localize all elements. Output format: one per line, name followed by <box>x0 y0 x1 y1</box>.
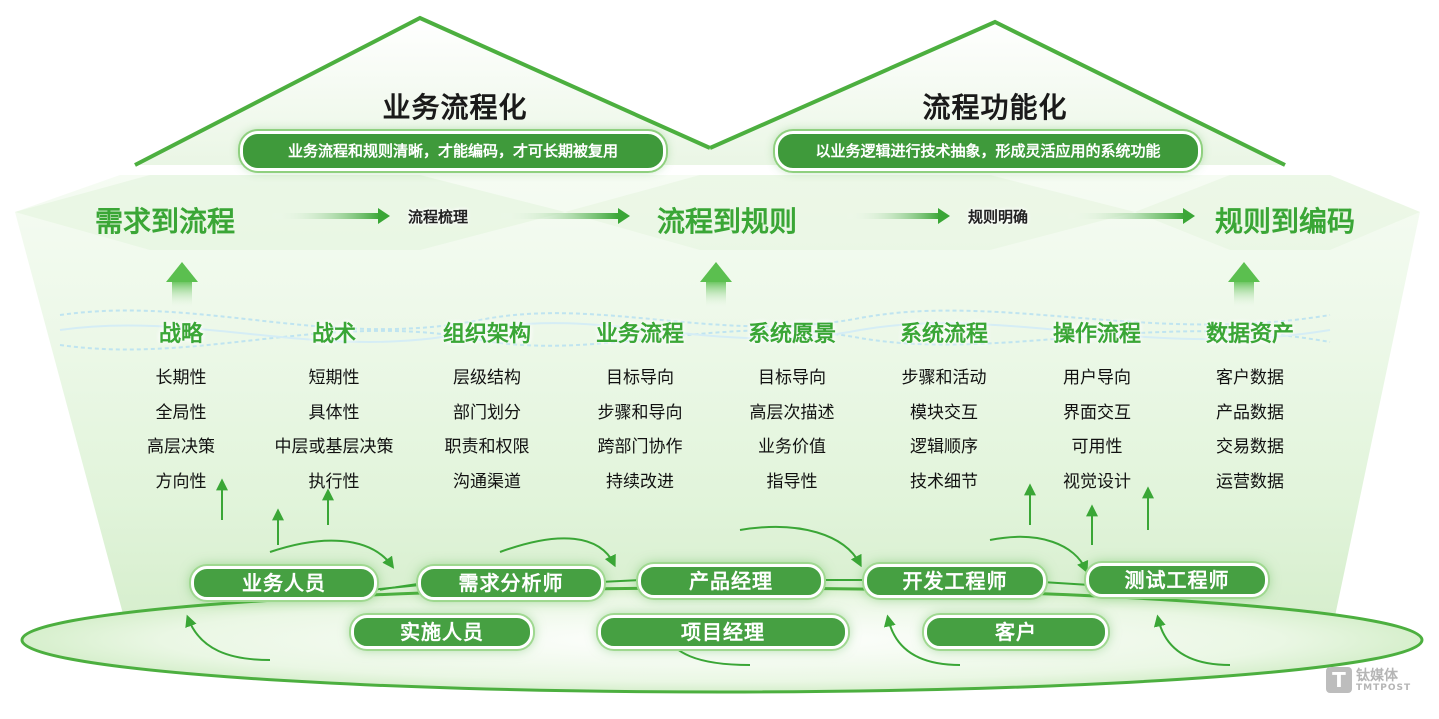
column-item: 指导性 <box>766 471 818 492</box>
column-item: 界面交互 <box>1063 402 1131 423</box>
column-item: 高层决策 <box>147 437 215 457</box>
role-requirements-analyst: 需求分析师 <box>418 566 604 600</box>
roof-left-title: 业务流程化 <box>382 91 528 124</box>
stage-rules-clarity: 规则明确 <box>968 208 1029 226</box>
roof-right-subtitle: 以业务逻辑进行技术抽象，形成灵活应用的系统功能 <box>775 131 1201 171</box>
column-item: 客户数据 <box>1216 368 1284 388</box>
column-item: 执行性 <box>308 471 360 492</box>
column-item: 目标导向 <box>758 368 826 388</box>
column-item: 交易数据 <box>1216 437 1284 457</box>
column-item: 运营数据 <box>1216 471 1284 492</box>
column-item: 视觉设计 <box>1063 471 1131 492</box>
column-item: 沟通渠道 <box>453 471 521 492</box>
stage-demand-to-process: 需求到流程 <box>95 205 236 238</box>
role-implementation-staff: 实施人员 <box>351 615 533 649</box>
column-item: 逻辑顺序 <box>910 437 978 457</box>
column-item: 方向性 <box>155 471 207 492</box>
role-customer: 客户 <box>924 615 1108 649</box>
column-item: 用户导向 <box>1063 368 1131 388</box>
column-heading: 战术 <box>311 322 356 347</box>
column-item: 短期性 <box>308 368 360 388</box>
column-heading: 战略 <box>158 322 203 347</box>
column-item: 中层或基层决策 <box>274 437 394 457</box>
column-item: 业务价值 <box>758 437 826 457</box>
column-item: 步骤和导向 <box>597 402 683 423</box>
column-item: 跨部门协作 <box>597 437 683 457</box>
column-heading: 系统流程 <box>899 322 988 347</box>
column-item: 目标导向 <box>606 368 674 388</box>
column-item: 持续改进 <box>606 471 674 492</box>
column-item: 长期性 <box>155 368 207 388</box>
column-item: 技术细节 <box>910 471 978 492</box>
role-business-staff: 业务人员 <box>191 566 377 600</box>
roof-right-title: 流程功能化 <box>922 91 1068 124</box>
role-product-manager: 产品经理 <box>638 564 824 598</box>
column-4: 业务流程目标导向步骤和导向跨部门协作持续改进 <box>565 318 715 499</box>
column-heading: 组织架构 <box>442 322 531 347</box>
tmtpost-logo-icon: T <box>1326 667 1352 693</box>
column-item: 产品数据 <box>1216 402 1284 423</box>
role-project-manager: 项目经理 <box>598 615 848 649</box>
stage-process-sorting: 流程梳理 <box>408 208 469 226</box>
column-item: 具体性 <box>308 402 360 423</box>
column-item: 部门划分 <box>453 402 521 423</box>
column-heading: 操作流程 <box>1052 322 1141 347</box>
column-5: 系统愿景目标导向高层次描述业务价值指导性 <box>717 318 867 499</box>
column-item: 步骤和活动 <box>901 368 987 388</box>
column-3: 组织架构层级结构部门划分职责和权限沟通渠道 <box>412 318 562 499</box>
column-item: 高层次描述 <box>749 402 835 423</box>
column-item: 模块交互 <box>910 402 978 423</box>
column-item: 职责和权限 <box>444 437 530 457</box>
column-2: 战术短期性具体性中层或基层决策执行性 <box>259 318 409 499</box>
watermark-name-en: TMTPOST <box>1356 683 1412 693</box>
column-6: 系统流程步骤和活动模块交互逻辑顺序技术细节 <box>869 318 1019 499</box>
column-8: 数据资产客户数据产品数据交易数据运营数据 <box>1175 318 1325 499</box>
role-dev-engineer: 开发工程师 <box>864 564 1046 598</box>
role-test-engineer: 测试工程师 <box>1086 563 1268 597</box>
column-heading: 系统愿景 <box>747 322 836 347</box>
column-item: 全局性 <box>155 402 207 423</box>
stage-rules-to-code: 规则到编码 <box>1215 205 1356 238</box>
column-1: 战略长期性全局性高层决策方向性 <box>106 318 256 499</box>
stage-process-to-rules: 流程到规则 <box>657 205 798 238</box>
watermark-name: 钛媒体 <box>1356 668 1398 684</box>
roof-left-subtitle: 业务流程和规则清晰，才能编码，才可长期被复用 <box>240 131 666 171</box>
column-item: 可用性 <box>1071 437 1123 457</box>
column-item: 层级结构 <box>453 368 521 388</box>
column-7: 操作流程用户导向界面交互可用性视觉设计 <box>1022 318 1172 499</box>
column-heading: 业务流程 <box>595 322 684 347</box>
column-heading: 数据资产 <box>1205 322 1294 347</box>
